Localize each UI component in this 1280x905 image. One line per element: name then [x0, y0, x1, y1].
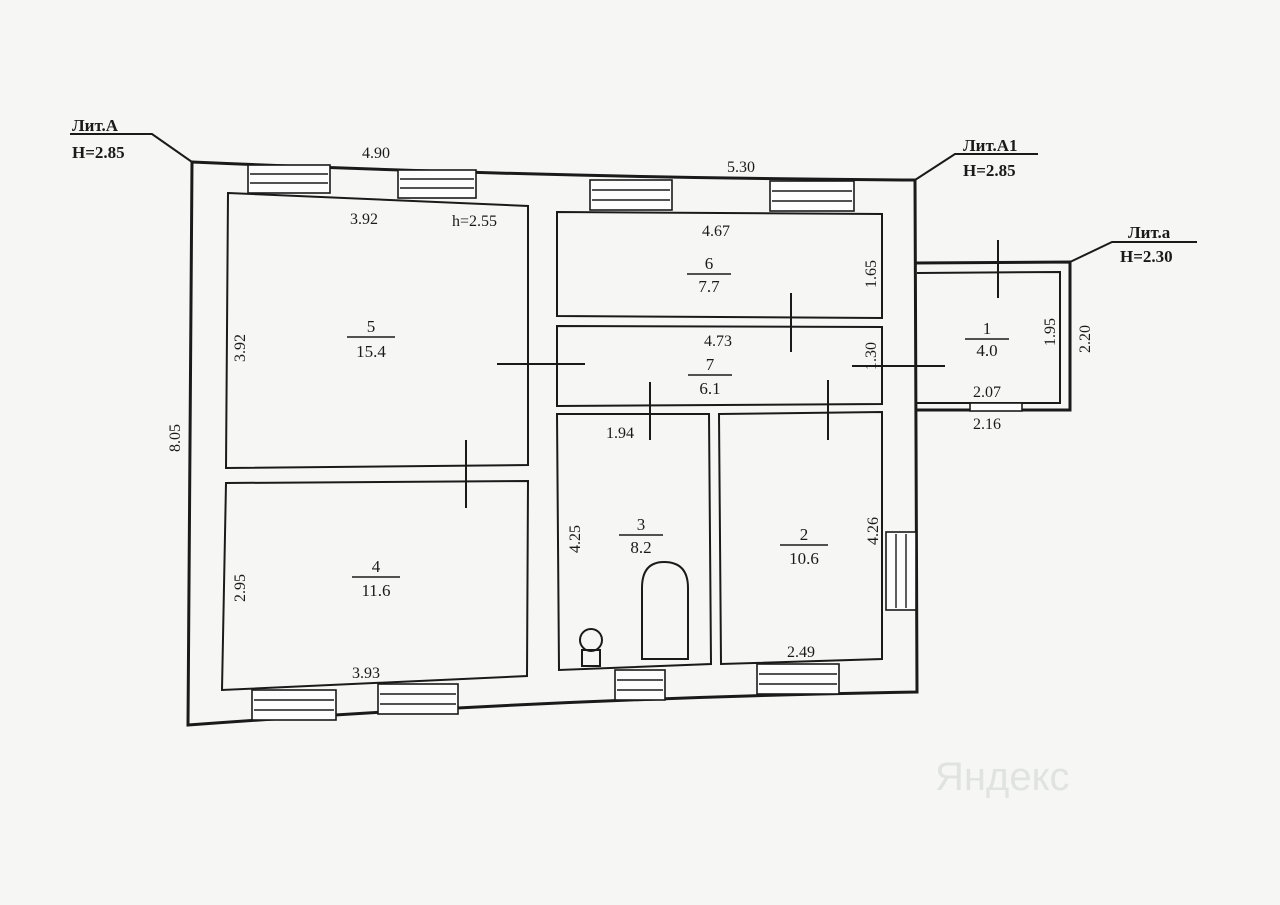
dim-room5-top: 3.92: [350, 211, 378, 228]
room-3-outline: [555, 413, 713, 672]
window-bottom-3: [614, 669, 666, 701]
room-1-label: 1 4.0: [965, 319, 1009, 360]
window-annex: [969, 402, 1023, 412]
lit-a1-label: Лит.А1 H=2.85: [914, 136, 1038, 181]
svg-text:5: 5: [367, 317, 376, 336]
outer-walls: [186, 160, 1072, 727]
doors: [465, 240, 999, 508]
svg-text:Лит.а: Лит.а: [1128, 223, 1171, 242]
lit-a-label: Лит.А H=2.85: [70, 116, 193, 163]
window-right: [885, 531, 917, 611]
svg-text:H=2.85: H=2.85: [963, 161, 1016, 180]
svg-text:4.0: 4.0: [976, 341, 997, 360]
bathtub-icon: [641, 560, 689, 660]
dimension-labels: 4.90 5.30 8.05 3.92 3.92 2.95 3.93 4.67 …: [167, 145, 1094, 682]
room-5-label: 5 15.4: [347, 317, 395, 361]
svg-text:11.6: 11.6: [361, 581, 390, 600]
svg-text:1: 1: [983, 319, 992, 338]
bathroom-fixtures: [579, 560, 689, 667]
window-top-3: [589, 179, 673, 211]
dim-top-right: 5.30: [727, 159, 755, 176]
dim-top-left: 4.90: [362, 145, 390, 162]
dim-room7-top: 4.73: [704, 333, 732, 350]
dim-room3-top: 1.94: [606, 425, 634, 442]
dim-room2-bottom: 2.49: [787, 644, 815, 661]
svg-text:3: 3: [637, 515, 646, 534]
ceiling-height: h=2.55: [452, 213, 497, 230]
svg-text:Лит.А1: Лит.А1: [963, 136, 1018, 155]
room-2-label: 2 10.6: [780, 525, 828, 568]
window-bottom-1: [251, 689, 337, 721]
window-bottom-4: [756, 663, 840, 695]
room-4-label: 4 11.6: [352, 557, 400, 600]
dim-room5-side: 3.92: [232, 334, 249, 362]
dim-room1-bottom-outer: 2.16: [973, 416, 1001, 433]
svg-text:7.7: 7.7: [698, 277, 720, 296]
window-bottom-2: [377, 683, 459, 715]
dim-left-outer: 8.05: [167, 424, 184, 452]
svg-text:10.6: 10.6: [789, 549, 819, 568]
room-7-label: 7 6.1: [688, 355, 732, 398]
dim-room2-side: 4.26: [865, 517, 882, 545]
dim-room4-side: 2.95: [232, 574, 249, 602]
window-top-1: [247, 164, 331, 194]
svg-text:6: 6: [705, 254, 714, 273]
room-6-label: 6 7.7: [687, 254, 731, 296]
svg-text:7: 7: [706, 355, 715, 374]
room-labels: 1 4.0 2 10.6 3 8.2 4 11.6 5 15.4 6 7.7: [347, 254, 1009, 600]
watermark-text: Яндекс: [935, 755, 1070, 799]
window-top-2: [397, 169, 477, 199]
dim-room1-side-inner: 1.95: [1042, 318, 1059, 346]
dim-room3-side: 4.25: [567, 525, 584, 553]
dim-room6-top: 4.67: [702, 223, 730, 240]
window-top-4: [769, 180, 855, 212]
windows: [247, 164, 1023, 721]
dim-room1-side-outer: 2.20: [1077, 325, 1094, 353]
dim-room4-bottom: 3.93: [352, 665, 380, 682]
room-3-label: 3 8.2: [619, 515, 663, 557]
svg-text:8.2: 8.2: [630, 538, 651, 557]
room-7-outline: [556, 324, 883, 408]
room-walls: [220, 191, 883, 692]
svg-text:2: 2: [800, 525, 809, 544]
svg-text:H=2.85: H=2.85: [72, 143, 125, 162]
room-4-outline: [220, 479, 530, 692]
room-5-outline: [224, 191, 529, 470]
room-6-outline: [556, 210, 883, 320]
dim-room7-side: 1.30: [863, 342, 880, 370]
toilet-icon: [579, 628, 603, 652]
svg-text:Лит.А: Лит.А: [72, 116, 119, 135]
svg-text:4: 4: [372, 557, 381, 576]
svg-text:H=2.30: H=2.30: [1120, 247, 1173, 266]
dim-room6-side: 1.65: [863, 260, 880, 288]
dim-room1-bottom-inner: 2.07: [973, 384, 1001, 401]
svg-text:15.4: 15.4: [356, 342, 386, 361]
svg-text:6.1: 6.1: [699, 379, 720, 398]
lit-a-small-label: Лит.а H=2.30: [1069, 223, 1197, 266]
